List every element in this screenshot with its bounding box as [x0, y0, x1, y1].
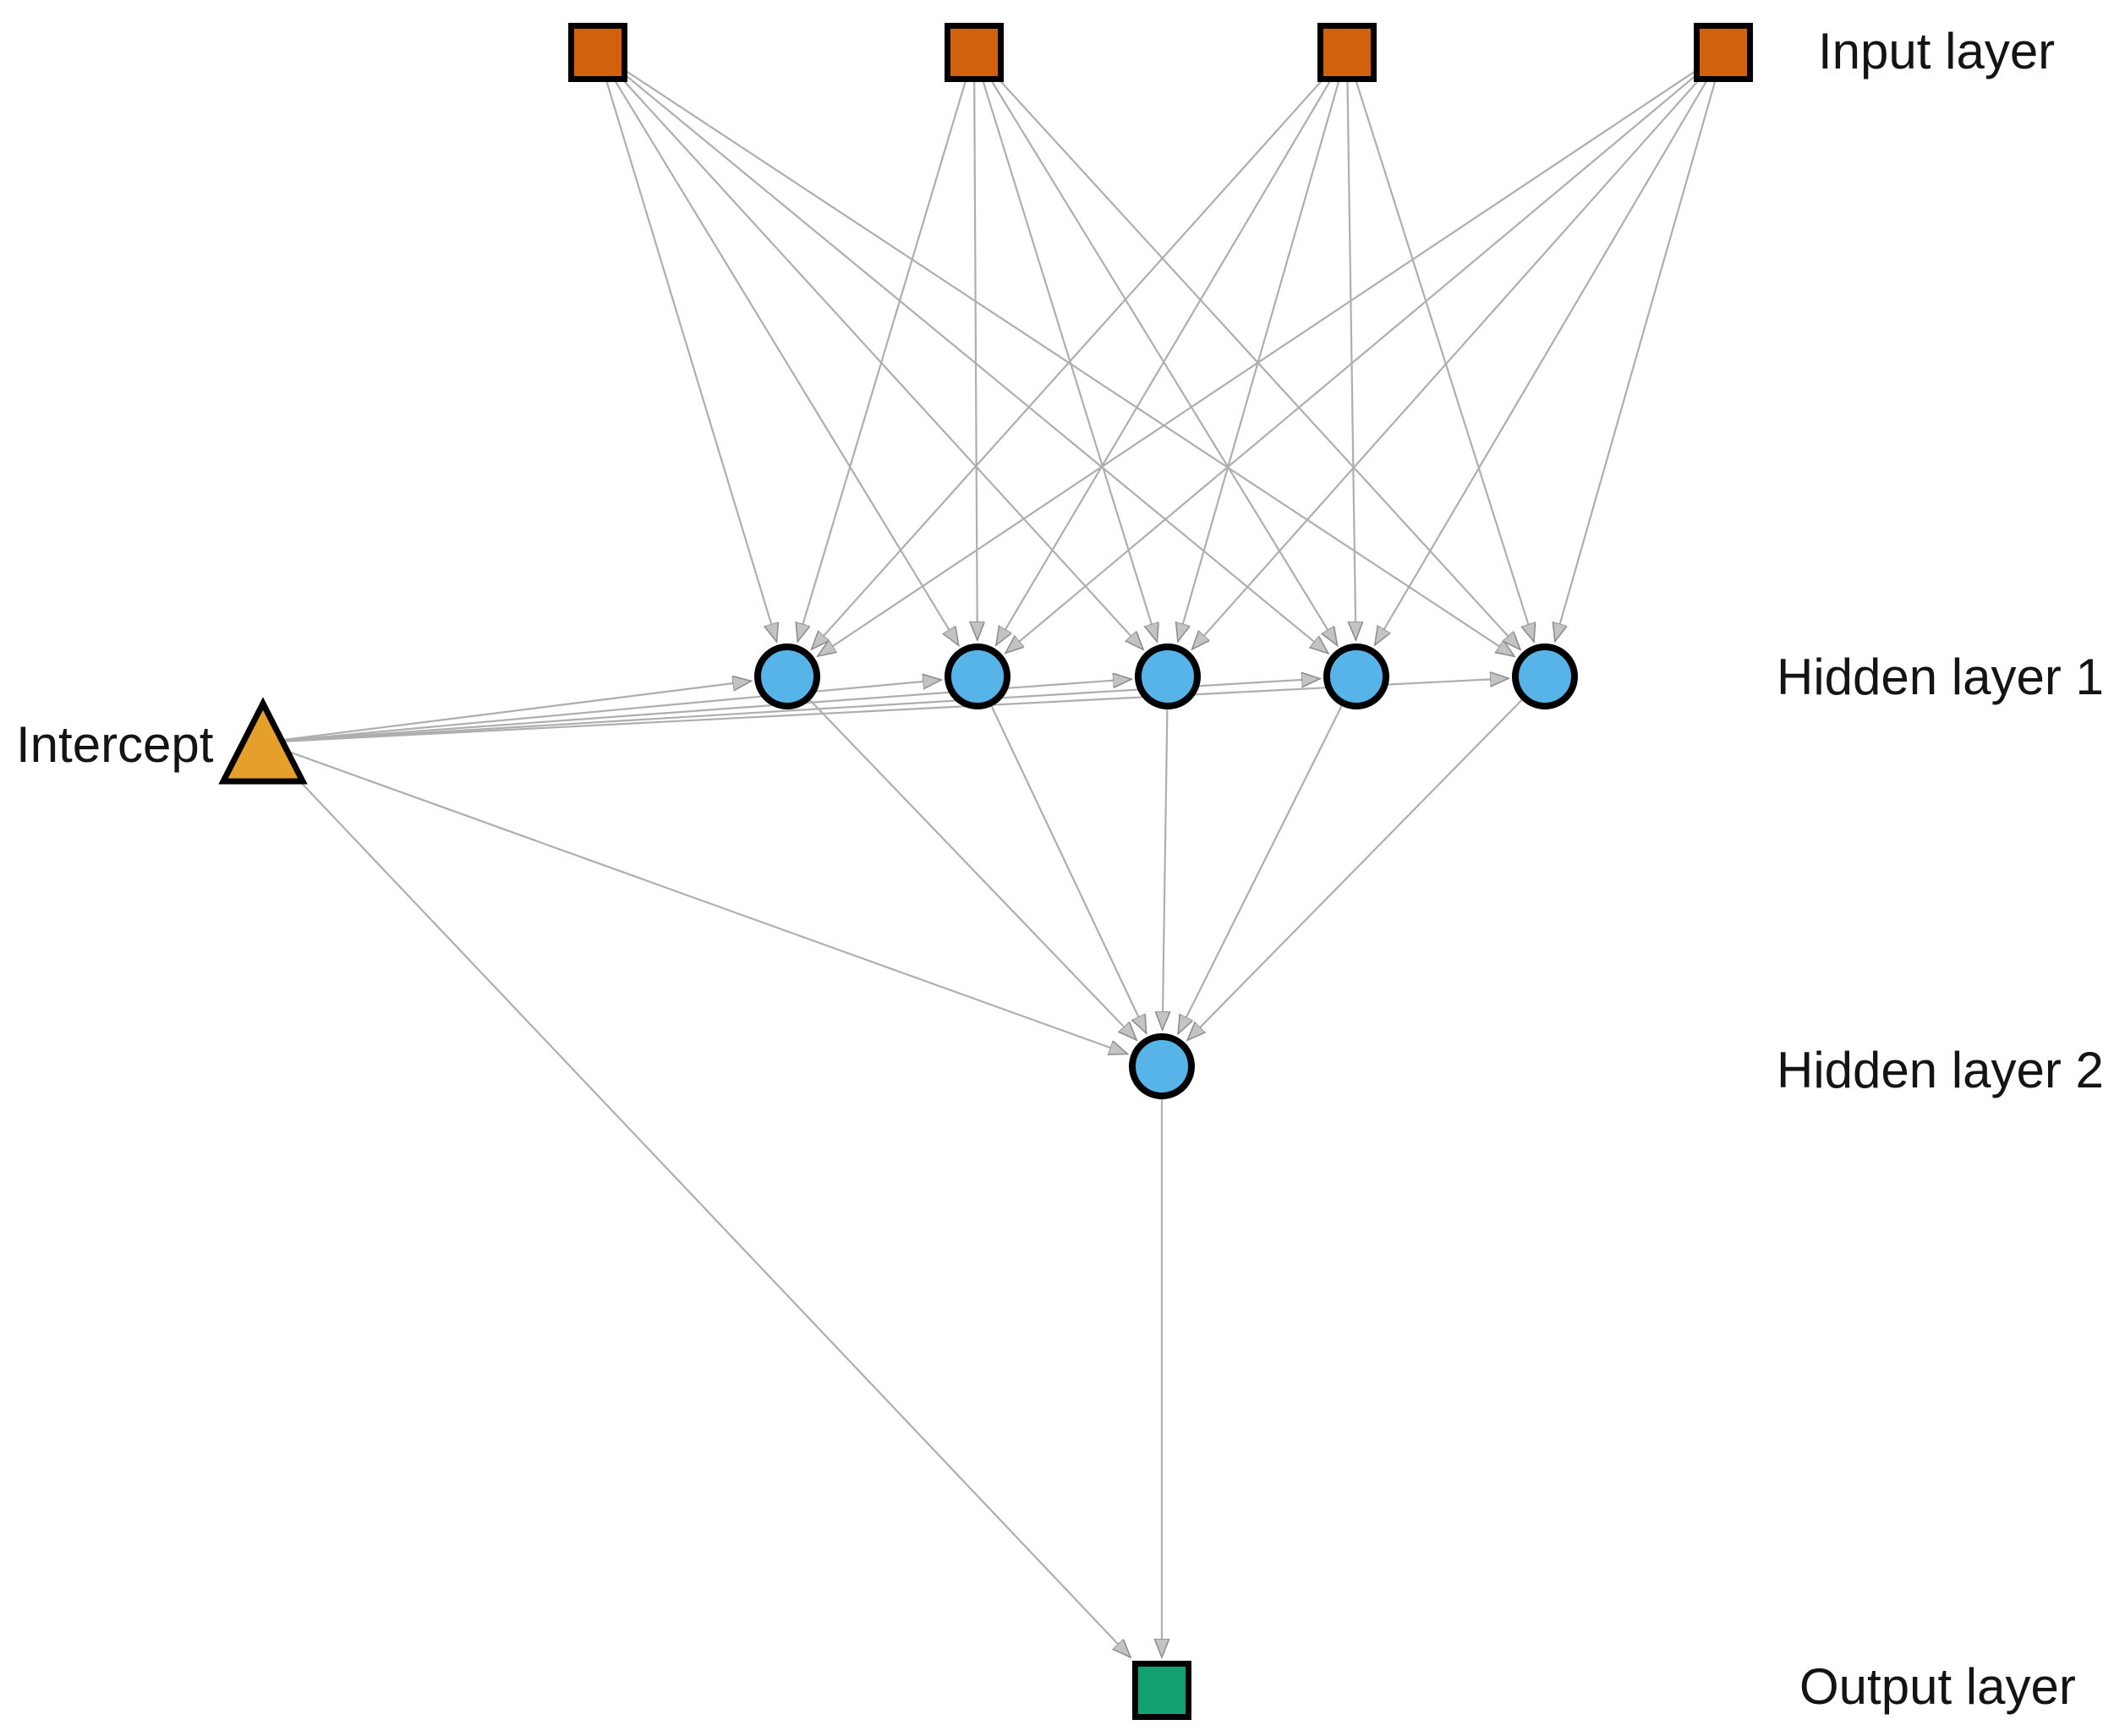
input-node-3 [1317, 23, 1377, 82]
edge-b-h12 [262, 680, 941, 744]
hidden1-node-4 [1323, 643, 1389, 709]
edge-i2-h12 [974, 52, 978, 640]
edge-i4-h15 [1555, 52, 1725, 642]
input-node-1 [568, 23, 627, 82]
edge-i2-h11 [797, 52, 976, 642]
input-node-2 [945, 23, 1004, 82]
edge-h15-h21 [1187, 676, 1546, 1040]
edge-i4-h13 [1192, 52, 1724, 649]
edge-i2-h14 [973, 52, 1338, 645]
edge-b-h15 [262, 678, 1509, 744]
hidden2-node-1 [1129, 1033, 1195, 1099]
edge-i3-h13 [1178, 52, 1349, 642]
edge-i1-h11 [596, 52, 777, 642]
edge-i3-h15 [1345, 52, 1534, 642]
output-layer-label: Output layer [1799, 1658, 2076, 1715]
edge-i3-h11 [812, 52, 1348, 649]
hidden1-node-2 [945, 643, 1010, 709]
edge-b-h11 [262, 681, 751, 744]
edge-i2-h13 [972, 52, 1157, 642]
hidden-layer-2-label: Hidden layer 2 [1777, 1042, 2104, 1098]
input-node-4 [1694, 23, 1753, 82]
edge-i4-h11 [818, 52, 1724, 656]
edge-i1-h15 [597, 52, 1514, 656]
hidden1-node-1 [754, 643, 820, 709]
node-layer [218, 23, 1753, 1720]
hidden-layer-1-label: Hidden layer 1 [1777, 649, 2104, 705]
hidden1-node-3 [1135, 643, 1201, 709]
edge-h11-h21 [786, 676, 1136, 1040]
edge-i3-h14 [1345, 52, 1355, 640]
edge-b-o1 [262, 742, 1131, 1657]
edge-i1-h14 [597, 52, 1328, 654]
hidden1-node-5 [1512, 643, 1578, 709]
input-layer-label: Input layer [1818, 23, 2056, 79]
edge-i1-h13 [597, 52, 1143, 649]
edge-i4-h14 [1375, 52, 1724, 645]
edge-i3-h12 [996, 52, 1348, 645]
edge-i4-h12 [1005, 52, 1724, 653]
intercept-node [218, 697, 308, 785]
edge-h14-h21 [1177, 676, 1357, 1034]
intercept-label: Intercept [16, 716, 214, 773]
edge-h12-h21 [977, 676, 1147, 1033]
output-node [1132, 1661, 1191, 1720]
edge-i1-h12 [597, 52, 959, 645]
edge-h13-h21 [1163, 676, 1168, 1030]
edge-i2-h15 [973, 52, 1520, 649]
edge-b-h21 [262, 741, 1128, 1054]
edge-layer [262, 52, 1725, 1657]
